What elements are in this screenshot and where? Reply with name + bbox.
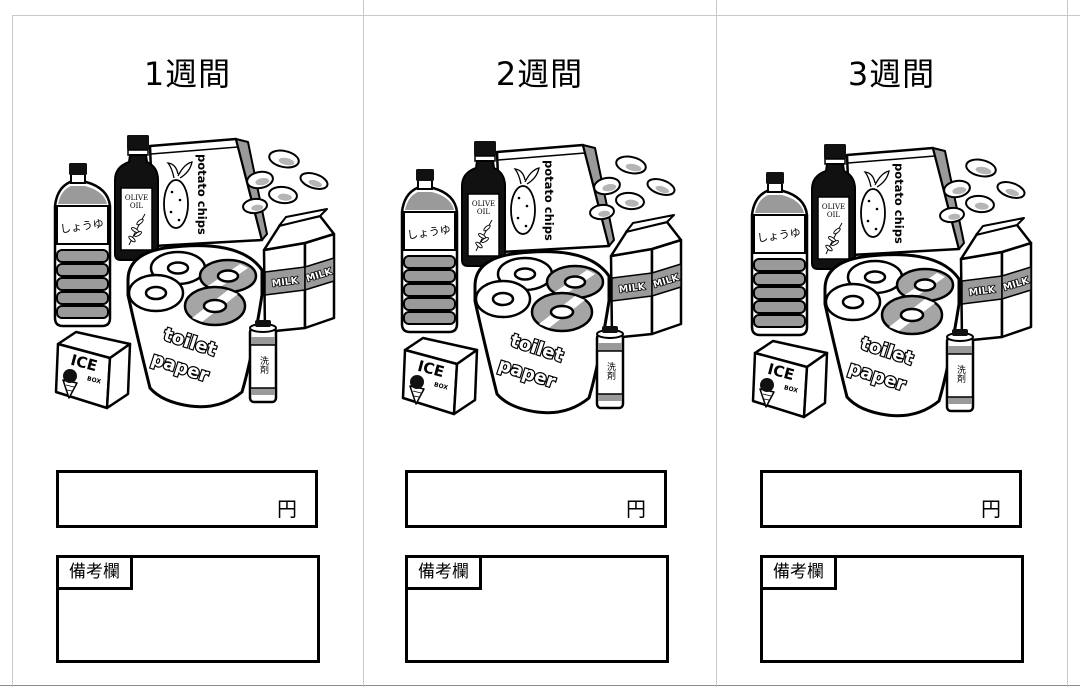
yen-unit: 円 xyxy=(277,497,297,521)
week-column-1: 1週間 potato chips xyxy=(12,16,363,685)
milk-label-front: MILK xyxy=(271,275,299,289)
amount-box: 円 xyxy=(760,470,1022,528)
olive-oil-label-line1: OLIVE xyxy=(125,194,148,202)
potato-chips-bag: potato chips xyxy=(495,143,615,254)
bottle-ribs xyxy=(56,249,109,319)
potato-chip-pieces xyxy=(242,149,329,215)
olive-oil-label-line1: OLIVE xyxy=(472,200,495,208)
toilet-paper-pack: toilet paper xyxy=(823,253,961,418)
toilet-roll xyxy=(198,258,258,294)
grid-line-left xyxy=(12,15,13,687)
toilet-roll xyxy=(183,285,247,327)
remarks-label: 備考欄 xyxy=(763,558,837,590)
toilet-roll xyxy=(846,259,904,295)
remarks-box: 備考欄 xyxy=(405,555,669,663)
grid-line-top xyxy=(12,15,1080,16)
toilet-roll xyxy=(880,294,944,336)
toilet-paper-pack: toilet paper xyxy=(126,244,264,409)
bottle-ribs xyxy=(403,255,456,325)
soy-sauce-bottle: しょうゆ xyxy=(53,163,112,328)
week-column-2: 2週間 potato chips xyxy=(363,16,716,685)
detergent-label: 洗剤 xyxy=(258,355,269,375)
grid-line-divider-2 xyxy=(716,0,717,687)
milk-carton: MILK MILK xyxy=(959,217,1033,343)
olive-branch xyxy=(475,219,493,252)
olive-oil-label-line2: OIL xyxy=(130,202,144,210)
toilet-roll xyxy=(545,264,605,300)
groceries-illustration: potato chips OLIVE OIL xyxy=(53,135,336,410)
groceries-illustration: potato chips OLIVE OIL xyxy=(400,141,683,416)
ice-box: ICE BOX xyxy=(751,339,829,419)
soy-sauce-bottle: しょうゆ xyxy=(750,172,809,337)
yen-unit: 円 xyxy=(626,497,646,521)
amount-box: 円 xyxy=(56,470,318,528)
olive-oil-bottle: OLIVE OIL xyxy=(461,141,506,267)
potato-chips-bag: potato chips xyxy=(845,146,965,257)
week-column-3: 3週間 potato chips xyxy=(716,16,1067,685)
grid-line-bottom xyxy=(0,685,1080,686)
yen-unit: 円 xyxy=(981,497,1001,521)
soy-sauce-label: しょうゆ xyxy=(756,226,801,245)
olive-oil-label-line1: OLIVE xyxy=(822,203,845,211)
grid-line-right xyxy=(1067,0,1068,687)
detergent-label: 洗剤 xyxy=(955,364,966,384)
ice-box-sublabel: BOX xyxy=(783,384,799,395)
soy-sauce-label: しょうゆ xyxy=(59,217,104,236)
ice-cream-cone-icon xyxy=(62,369,78,399)
remarks-box: 備考欄 xyxy=(56,555,320,663)
potato-chips-bag: potato chips xyxy=(148,137,268,248)
milk-carton: MILK MILK xyxy=(262,208,336,334)
remarks-label: 備考欄 xyxy=(59,558,133,590)
soy-sauce-label: しょうゆ xyxy=(406,223,451,242)
detergent-can: 洗剤 xyxy=(945,329,975,413)
soy-sauce-bottle: しょうゆ xyxy=(400,169,459,334)
olive-branch xyxy=(128,213,146,246)
toilet-roll xyxy=(474,279,532,319)
potato-chip-pieces xyxy=(589,155,676,221)
olive-branch xyxy=(825,222,843,255)
detergent-can: 洗剤 xyxy=(595,326,625,410)
toilet-roll xyxy=(895,267,955,303)
amount-box: 円 xyxy=(405,470,667,528)
detergent-label: 洗剤 xyxy=(605,361,616,381)
chips-label: potato chips xyxy=(892,163,906,244)
week-heading: 1週間 xyxy=(143,55,232,93)
potato-drawing xyxy=(860,170,890,238)
potato-drawing xyxy=(163,161,193,229)
ice-box: ICE BOX xyxy=(401,336,479,416)
potato-drawing xyxy=(510,167,540,235)
grid-line-divider-1 xyxy=(363,0,364,687)
toilet-roll xyxy=(530,291,594,333)
milk-label-front: MILK xyxy=(968,284,996,298)
bottle-ribs xyxy=(753,258,806,328)
olive-oil-label-line2: OIL xyxy=(477,208,491,216)
potato-chip-pieces xyxy=(939,158,1026,224)
week-heading: 3週間 xyxy=(847,55,936,93)
ice-box-sublabel: BOX xyxy=(433,381,449,392)
toilet-roll xyxy=(127,273,185,313)
olive-oil-label-line2: OIL xyxy=(827,211,841,219)
chips-label: potato chips xyxy=(195,154,209,235)
toilet-roll xyxy=(824,282,882,322)
ice-box: ICE BOX xyxy=(54,330,132,410)
toilet-paper-pack: toilet paper xyxy=(473,250,611,415)
ice-cream-cone-icon xyxy=(759,378,775,408)
remarks-box: 備考欄 xyxy=(760,555,1024,663)
milk-label-front: MILK xyxy=(618,281,646,295)
week-heading: 2週間 xyxy=(495,55,584,93)
ice-box-sublabel: BOX xyxy=(86,375,102,386)
groceries-illustration: potato chips OLIVE OIL xyxy=(750,144,1033,419)
milk-carton: MILK MILK xyxy=(609,214,683,340)
chips-label: potato chips xyxy=(542,160,556,241)
remarks-label: 備考欄 xyxy=(408,558,482,590)
detergent-can: 洗剤 xyxy=(248,320,278,404)
ice-cream-cone-icon xyxy=(409,375,425,405)
